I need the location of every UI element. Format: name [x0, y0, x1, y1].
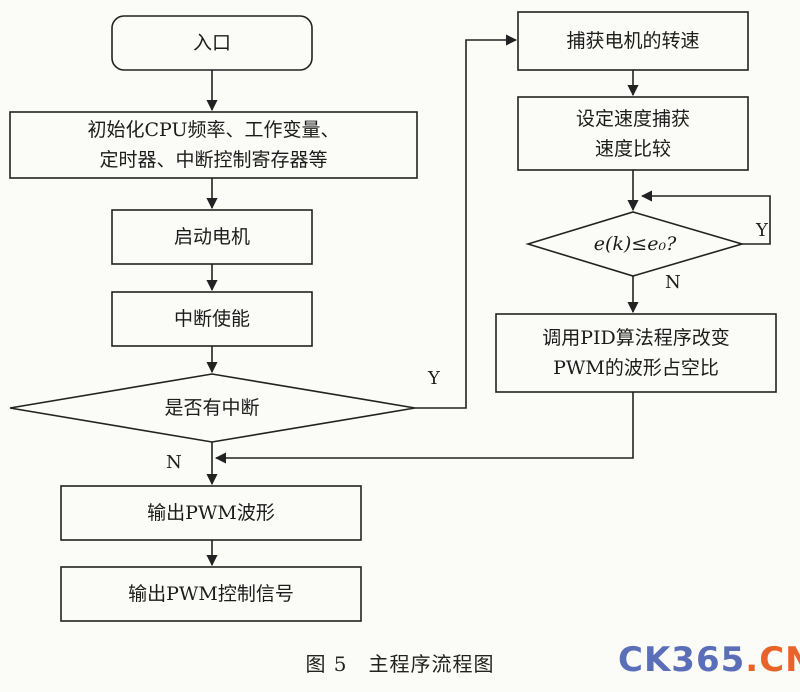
- output-pwm-signal-box: [60, 566, 362, 622]
- pid-text-line1: 调用PID算法程序改变: [542, 327, 730, 349]
- output-pwm-signal-text: 输出PWM控制信号: [128, 583, 294, 605]
- start-motor-text: 启动电机: [173, 226, 250, 248]
- watermark-part2: CN: [759, 640, 800, 680]
- init-label: 初始化CPU频率、工作变量、 定时器、中断控制寄存器等: [10, 112, 417, 178]
- interrupt-no-label: N: [166, 452, 182, 473]
- output-pwm-signal-label: 输出PWM控制信号: [61, 567, 361, 621]
- figure-caption: 图 5 主程序流程图: [305, 652, 495, 676]
- entry-label: 入口: [112, 16, 312, 70]
- interrupt-enable-text: 中断使能: [173, 308, 250, 330]
- watermark-dot: .: [745, 640, 760, 680]
- has-interrupt-label: 是否有中断: [112, 392, 312, 424]
- compare-text-line1: 设定速度捕获: [575, 107, 690, 130]
- init-box: [9, 111, 418, 179]
- interrupt-enable-label: 中断使能: [112, 292, 312, 346]
- compare-label: 设定速度捕获 速度比较: [518, 97, 748, 170]
- output-pwm-box: [60, 485, 362, 541]
- output-pwm-label: 输出PWM波形: [61, 486, 361, 540]
- init-text-line1: 初始化CPU频率、工作变量、: [87, 119, 340, 141]
- error-check-text: e(k)≤e₀?: [593, 233, 677, 255]
- capture-speed-label: 捕获电机的转速: [518, 12, 748, 70]
- pid-box: [495, 313, 777, 393]
- compare-text-line2: 速度比较: [594, 137, 671, 160]
- start-motor-label: 启动电机: [112, 210, 312, 264]
- watermark-part1: CK365: [618, 640, 746, 680]
- interrupt-yes-label: Y: [428, 368, 440, 389]
- pid-label: 调用PID算法程序改变 PWM的波形占空比: [496, 314, 776, 392]
- error-check-label: e(k)≤e₀?: [560, 228, 710, 260]
- output-pwm-text: 输出PWM波形: [147, 502, 275, 524]
- watermark-logo: CK365.CN: [618, 640, 800, 680]
- error-no-label: N: [665, 272, 681, 293]
- init-text-line2: 定时器、中断控制寄存器等: [99, 149, 328, 171]
- pid-text-line2: PWM的波形占空比: [553, 357, 719, 379]
- error-yes-label: Y: [756, 220, 768, 241]
- capture-speed-text: 捕获电机的转速: [566, 30, 700, 52]
- has-interrupt-text: 是否有中断: [164, 397, 260, 419]
- entry-text: 入口: [192, 32, 231, 54]
